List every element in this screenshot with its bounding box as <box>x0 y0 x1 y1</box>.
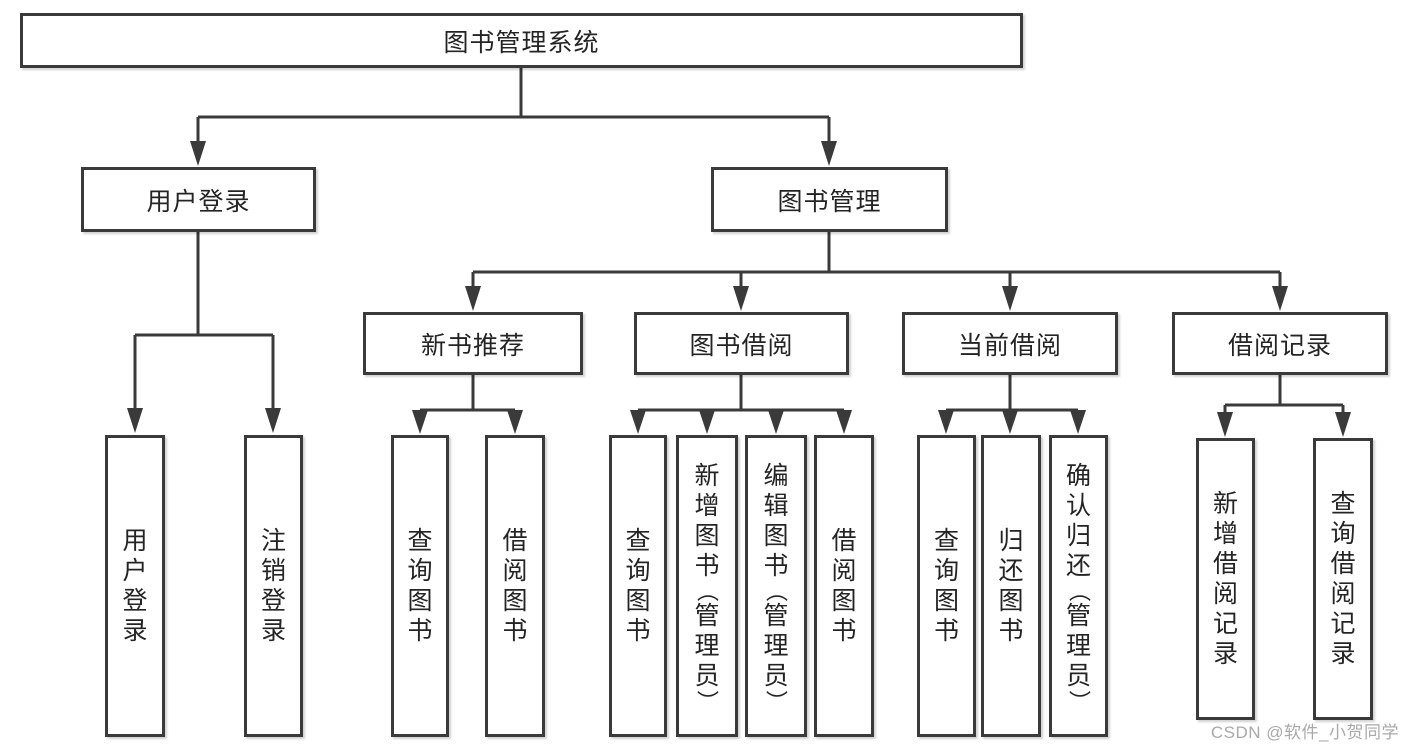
connector-bookborrow-fork <box>636 375 846 412</box>
node-label: 新增图书（管理员） <box>694 462 720 713</box>
arrowhead-icon-userlogin-children <box>127 408 281 433</box>
node-root-library-system: 图书管理系统 <box>20 13 1023 68</box>
node-label: 图书管理 <box>777 187 882 216</box>
node-leaf-edit-books-admin: 编辑图书（管理员） <box>745 435 807 737</box>
node-branch-current-borrow: 当前借阅 <box>902 312 1118 375</box>
csdn-watermark: CSDN @软件_小贺同学 <box>1210 723 1399 742</box>
node-label: 编辑图书（管理员） <box>763 462 789 713</box>
node-label: 查询图书 <box>407 527 433 645</box>
arrowhead-icon-newbook-children <box>412 410 523 434</box>
node-leaf-query-borrow-record: 查询借阅记录 <box>1313 438 1373 720</box>
node-leaf-add-books-admin: 新增图书（管理员） <box>676 435 738 737</box>
node-label: 图书借阅 <box>689 331 794 360</box>
node-label: 当前借阅 <box>957 331 1062 360</box>
connector-currentborrow-fork <box>944 375 1080 412</box>
node-label: 查询借阅记录 <box>1330 490 1356 668</box>
node-label: 归还图书 <box>998 527 1024 645</box>
arrowhead-icon-level3 <box>465 286 1288 311</box>
node-label: 新书推荐 <box>420 331 525 360</box>
connector-userlogin-fork <box>133 232 275 410</box>
node-branch-book-borrow: 图书借阅 <box>634 312 849 375</box>
node-leaf-query-books-recommend: 查询图书 <box>391 435 449 737</box>
node-label: 借阅图书 <box>502 527 528 645</box>
node-label: 查询图书 <box>933 527 959 645</box>
node-label: 查询图书 <box>625 527 651 645</box>
node-leaf-query-books-current: 查询图书 <box>917 435 976 737</box>
node-label: 注销登录 <box>260 527 286 645</box>
arrowhead-icon-records-children <box>1217 412 1351 437</box>
node-branch-borrow-records: 借阅记录 <box>1172 312 1388 375</box>
node-label: 新增借阅记录 <box>1212 490 1238 668</box>
node-leaf-add-borrow-record: 新增借阅记录 <box>1196 438 1255 720</box>
node-label: 确认归还（管理员） <box>1065 462 1092 713</box>
node-leaf-user-login: 用户登录 <box>105 435 165 737</box>
node-label: 借阅图书 <box>831 527 857 645</box>
connector-bookmgmt-to-level3 <box>471 232 1282 288</box>
arrowhead-icon-bookborrow-children <box>630 410 852 434</box>
node-label: 用户登录 <box>146 187 251 216</box>
node-label: 借阅记录 <box>1227 331 1332 360</box>
node-branch-new-book-recommend: 新书推荐 <box>363 312 583 375</box>
node-leaf-borrow-books: 借阅图书 <box>814 435 874 737</box>
node-branch-user-login: 用户登录 <box>81 167 316 232</box>
node-leaf-borrow-books-recommend: 借阅图书 <box>485 435 545 737</box>
connector-root-to-level2 <box>196 68 831 144</box>
node-label: 图书管理系统 <box>443 28 600 57</box>
node-leaf-query-books-borrow: 查询图书 <box>609 435 667 737</box>
node-leaf-logout-login: 注销登录 <box>244 435 303 737</box>
connector-newbook-fork <box>418 375 517 412</box>
node-label: 用户登录 <box>122 527 148 645</box>
arrowhead-icon-level2 <box>190 141 837 166</box>
node-leaf-return-books: 归还图书 <box>981 435 1041 737</box>
node-leaf-confirm-return-admin: 确认归还（管理员） <box>1049 435 1108 737</box>
node-branch-book-management: 图书管理 <box>711 167 948 232</box>
connector-records-fork <box>1223 375 1345 412</box>
arrowhead-icon-currentborrow-children <box>938 410 1086 434</box>
